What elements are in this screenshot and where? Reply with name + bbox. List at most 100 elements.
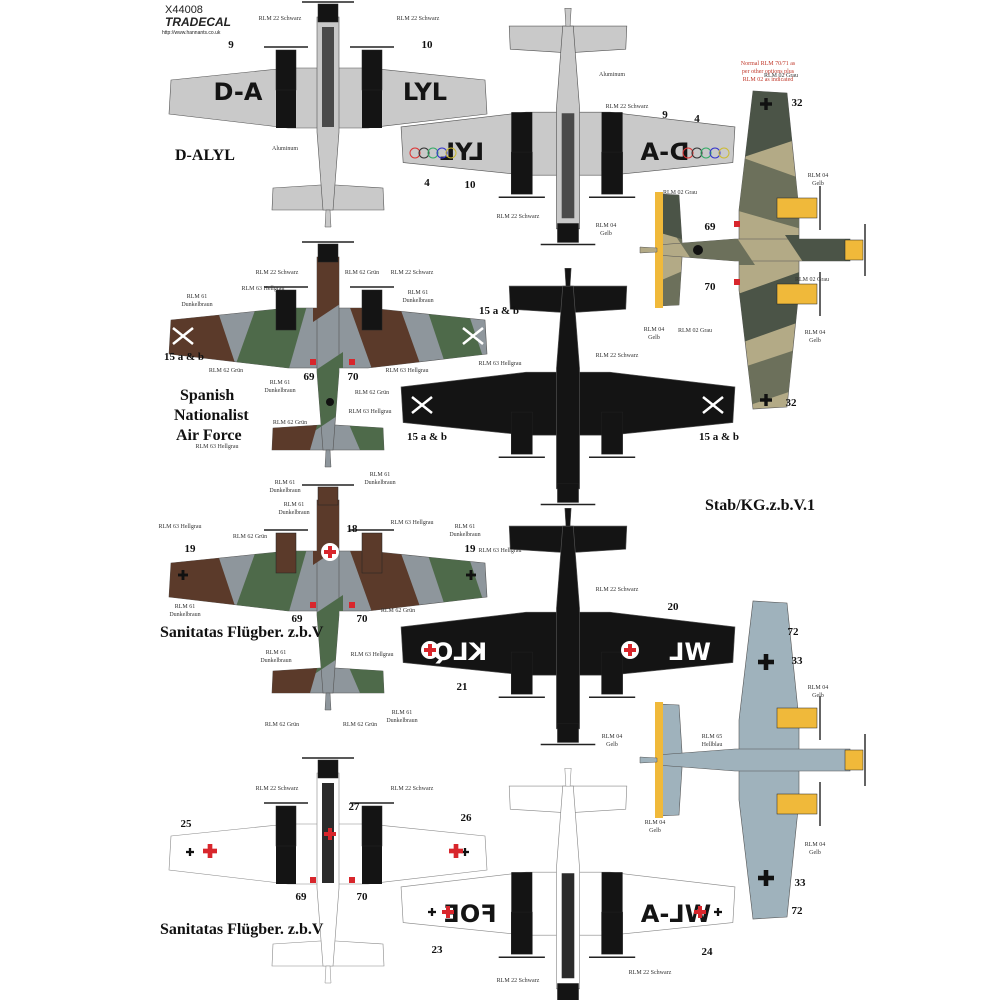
engine-nacelle	[776, 707, 818, 729]
colour-callout: Hellblau	[702, 742, 723, 748]
decal-number: 33	[792, 655, 804, 667]
colour-callout: Gelb	[649, 828, 661, 834]
colour-callout: Aluminum	[272, 146, 298, 152]
decal-number: 21	[457, 681, 468, 693]
colour-callout: Gelb	[809, 338, 821, 344]
decal-number: 69	[296, 891, 308, 903]
nose-engine	[557, 223, 579, 243]
engine-nacelle	[601, 411, 623, 455]
colour-callout: RLM 22 Schwarz	[391, 270, 434, 276]
tail-fin	[324, 965, 332, 984]
colour-callout: RLM 04	[805, 330, 826, 336]
registration-code: D-A	[214, 78, 263, 106]
nose-engine	[844, 239, 864, 261]
registration-code: LYL	[403, 78, 447, 106]
nose-engine	[557, 723, 579, 743]
colour-callout: RLM 61	[175, 604, 196, 610]
decal-number: 70	[348, 371, 360, 383]
st-andrews-cross-icon	[702, 396, 724, 414]
aircraft-f	[168, 484, 488, 711]
colour-callout: RLM 22 Schwarz	[397, 16, 440, 22]
decal-number: 15 a & b	[699, 431, 739, 443]
colour-callout: RLM 62 Grün	[381, 608, 415, 614]
registration-code: WL	[669, 638, 711, 666]
exhaust-marking	[310, 602, 316, 608]
decal-number: 70	[357, 891, 369, 903]
colour-callout: RLM 22 Schwarz	[256, 786, 299, 792]
colour-callout: RLM 04	[805, 842, 826, 848]
decal-number: 10	[465, 179, 477, 191]
title-spanish-1: Spanish	[180, 387, 234, 404]
colour-callout: RLM 61	[275, 480, 296, 486]
camo-patch	[348, 665, 388, 693]
red-cross-icon	[446, 906, 450, 918]
aircraft-d	[168, 241, 488, 468]
colour-callout: Dunkelbraun	[402, 298, 433, 304]
red-cross-icon	[628, 644, 632, 656]
decal-number: 32	[786, 397, 798, 409]
fuselage	[556, 525, 580, 730]
camo-patch	[348, 422, 388, 450]
colour-callout: RLM 22 Schwarz	[596, 587, 639, 593]
engine-nacelle	[361, 805, 383, 847]
colour-callout: RLM 04	[596, 223, 617, 229]
exhaust-marking	[310, 359, 316, 365]
balkenkreuz-icon	[764, 98, 768, 110]
decal-number: 19	[465, 543, 477, 555]
red-cross-icon	[328, 828, 332, 840]
colour-callout: RLM 62 Grün	[343, 722, 377, 728]
title-d-alyl: D-ALYL	[175, 147, 235, 164]
olympic-rings-icon	[427, 147, 439, 159]
brand-name: TRADECAL	[165, 15, 231, 29]
colour-callout: RLM 04	[808, 173, 829, 179]
olympic-rings-icon	[409, 147, 421, 159]
colour-callout: RLM 62 Grün	[345, 270, 379, 276]
colour-callout: RLM 63 Hellgrau	[386, 368, 429, 374]
balkenkreuz-icon	[463, 848, 467, 856]
aircraft-e	[400, 267, 736, 506]
exhaust-marking	[349, 602, 355, 608]
engine-nacelle	[275, 805, 297, 847]
colour-callout: Gelb	[812, 181, 824, 187]
brand-url[interactable]: http://www.hannants.co.uk	[162, 30, 221, 36]
title-spanish-3: Air Force	[176, 427, 242, 444]
decal-number: 69	[705, 221, 717, 233]
colour-callout: RLM 04	[644, 327, 665, 333]
colour-callout: Dunkelbraun	[181, 302, 212, 308]
tail-fin	[324, 449, 332, 468]
registration-code: KLQ	[433, 638, 487, 666]
camo-patch	[313, 595, 343, 675]
colour-callout: RLM 63 Hellgrau	[391, 520, 434, 526]
aircraft-i	[168, 757, 488, 984]
engine-nacelle	[511, 911, 533, 955]
olympic-rings-icon	[682, 147, 694, 159]
colour-callout: RLM 61	[270, 380, 291, 386]
decal-number: 26	[461, 812, 473, 824]
colour-callout: Dunkelbraun	[260, 658, 291, 664]
engine-nacelle	[361, 289, 383, 331]
colour-callout: RLM 63 Hellgrau	[159, 524, 202, 530]
decal-number: 4	[424, 177, 430, 189]
colour-callout: RLM 63 Hellgrau	[351, 652, 394, 658]
exhaust-marking	[349, 359, 355, 365]
st-andrews-cross-icon	[462, 327, 484, 345]
decal-number: 15 a & b	[164, 351, 204, 363]
colour-callout: RLM 61	[455, 524, 476, 530]
colour-callout: RLM 63 Hellgrau	[349, 409, 392, 415]
camo-patch	[268, 665, 318, 693]
olympic-rings-icon	[700, 147, 712, 159]
colour-note: Normal RLM 70/71 as per other options pl…	[741, 61, 796, 83]
camo-patch	[785, 235, 850, 265]
engine-nacelle	[601, 911, 623, 955]
tail-fin	[564, 507, 572, 527]
nose-engine	[317, 3, 339, 23]
decal-number: 18	[347, 523, 359, 535]
colour-callout: RLM 62 Grün	[233, 534, 267, 540]
colour-callout: Gelb	[648, 335, 660, 341]
colour-callout: Gelb	[812, 693, 824, 699]
decal-number: 10	[422, 39, 434, 51]
balkenkreuz-icon	[469, 570, 473, 580]
exhaust-marking	[734, 279, 740, 285]
decal-number: 70	[705, 281, 717, 293]
